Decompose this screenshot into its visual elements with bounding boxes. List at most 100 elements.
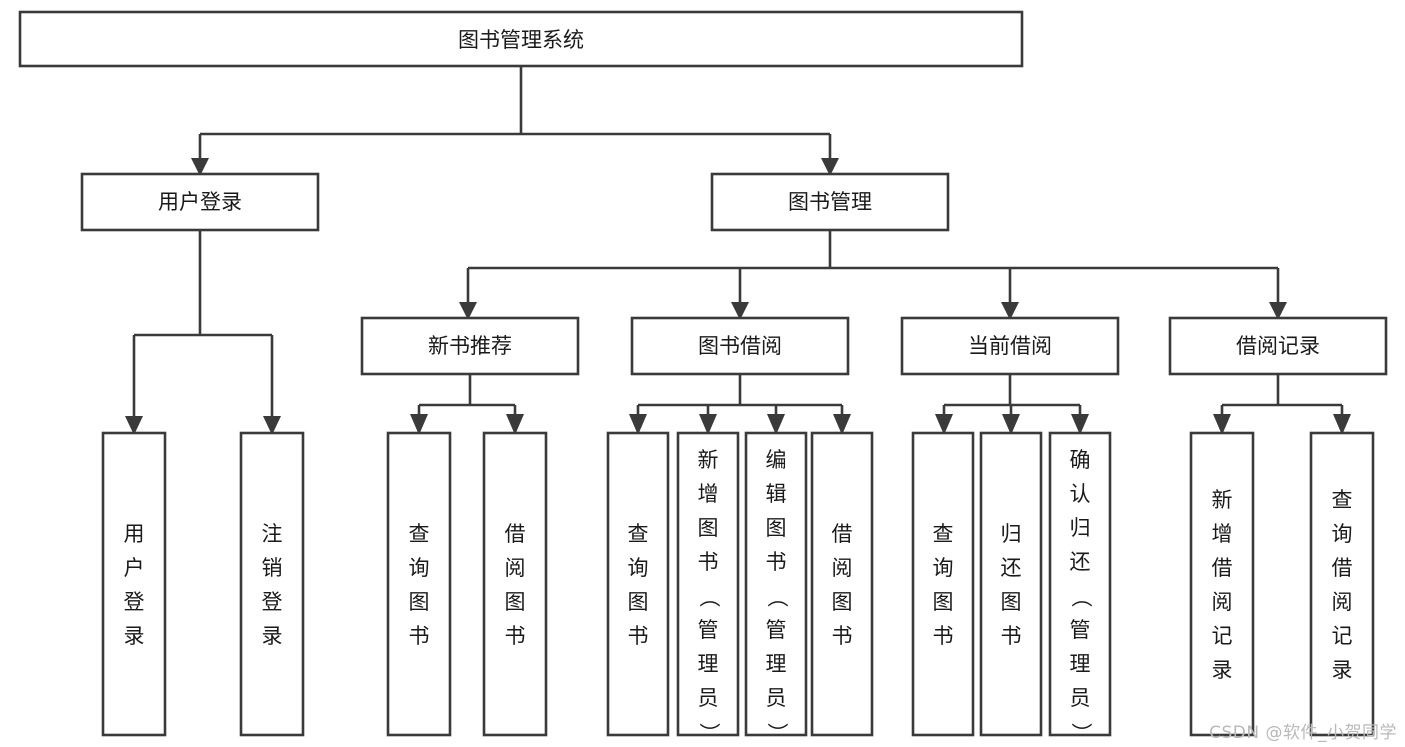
arrow-head-borrow-record [1269,302,1287,320]
glyph: ） [765,723,789,744]
glyph: 查 [1332,488,1353,512]
glyph: 阅 [1212,590,1233,614]
glyph: 辑 [766,482,787,506]
node-leaf-borrow-add-box[interactable] [676,431,740,737]
node-leaf-borrow-edit-box[interactable] [744,431,808,737]
glyph: 新 [1212,488,1233,512]
arrow-head-leaf-cur-confirm [1071,414,1089,435]
node-book-borrow-box[interactable] [630,316,850,376]
glyph: ） [697,723,721,744]
node-leaf-borrow-lend-box[interactable] [810,431,874,737]
node-user-login-label: 用户登录 [158,190,242,214]
node-leaf-user-login-box[interactable] [101,431,167,737]
glyph: 借 [505,522,526,546]
node-root[interactable]: 图书管理系统 [18,10,1024,68]
leaf-node-layer [101,431,1375,737]
arrow-head-current-borrow [1001,302,1019,320]
glyph: （ [765,587,789,608]
glyph: 认 [1070,482,1091,506]
arrow-head-leaf-rec-add [1213,414,1231,435]
connector-group-user-login [125,230,281,435]
glyph: 书 [832,624,853,648]
glyph: 记 [1332,624,1353,648]
node-book-manage-label: 图书管理 [788,190,872,214]
node-leaf-rec-borrow-box[interactable] [482,431,548,737]
glyph: 增 [1212,522,1233,546]
node-book-manage[interactable]: 图书管理 [710,172,950,232]
node-new-book-rec-box[interactable] [360,316,580,376]
glyph: ） [1069,723,1093,744]
node-borrow-record-box[interactable] [1168,316,1388,376]
arrow-head-book-borrow [731,302,749,320]
node-leaf-rec-search-box[interactable] [1309,431,1375,737]
node-current-borrow[interactable]: 当前借阅 [900,316,1120,376]
arrow-head-leaf-rec-search [1333,414,1351,435]
glyph: 管 [1070,618,1091,642]
node-leaf-cur-query-box[interactable] [911,431,975,737]
node-leaf-user-logout-box[interactable] [239,431,305,737]
node-new-book-rec[interactable]: 新书推荐 [360,316,580,376]
glyph: 阅 [1332,590,1353,614]
arrow-head-new-book-rec [459,302,477,320]
glyph: 图 [933,590,954,614]
node-book-manage-box[interactable] [710,172,950,232]
glyph: 归 [1001,522,1022,546]
glyph: 登 [124,590,145,614]
node-current-borrow-label: 当前借阅 [968,334,1052,358]
arrow-head-leaf-rec-borrow [506,414,524,435]
glyph: 图 [505,590,526,614]
glyph: 书 [1001,624,1022,648]
glyph: 书 [698,550,719,574]
glyph: 编 [766,448,787,472]
glyph: 借 [1212,556,1233,580]
glyph: 理 [698,652,719,676]
glyph: 归 [1070,516,1091,540]
connector-group-root [191,66,839,176]
glyph: 录 [262,624,283,648]
node-current-borrow-box[interactable] [900,316,1120,376]
node-leaf-rec-add-box[interactable] [1189,431,1255,737]
node-root-label: 图书管理系统 [458,28,584,52]
glyph: 询 [933,556,954,580]
glyph: 户 [124,556,145,580]
arrow-head-leaf-rec-query [410,414,428,435]
node-leaf-borrow-query-box[interactable] [606,431,670,737]
node-leaf-cur-confirm-box[interactable] [1048,431,1112,737]
node-leaf-rec-query-box[interactable] [386,431,452,737]
glyph: 确 [1070,448,1091,472]
arrow-head-leaf-borrow-lend [833,414,851,435]
node-book-borrow-label: 图书借阅 [698,334,782,358]
node-book-borrow[interactable]: 图书借阅 [630,316,850,376]
glyph: （ [1069,587,1093,608]
node-user-login[interactable]: 用户登录 [80,172,320,232]
arrow-head-leaf-cur-return [1002,414,1020,435]
node-user-login-box[interactable] [80,172,320,232]
connector-group-current-borrow [935,374,1089,435]
node-leaf-user-login-label: 用户登录 [124,522,145,648]
glyph: 书 [933,624,954,648]
glyph: 图 [1001,590,1022,614]
node-root-box[interactable] [18,10,1024,68]
connector-group-book-borrow [629,374,851,435]
node-leaf-cur-return-box[interactable] [979,431,1043,737]
glyph: 查 [933,522,954,546]
glyph: 书 [766,550,787,574]
glyph: （ [697,587,721,608]
node-borrow-record[interactable]: 借阅记录 [1168,316,1388,376]
glyph: 查 [628,522,649,546]
glyph: 员 [698,686,719,710]
glyph: 借 [1332,556,1353,580]
glyph: 录 [124,624,145,648]
arrow-head-leaf-cur-query [935,414,953,435]
glyph: 还 [1070,550,1091,574]
